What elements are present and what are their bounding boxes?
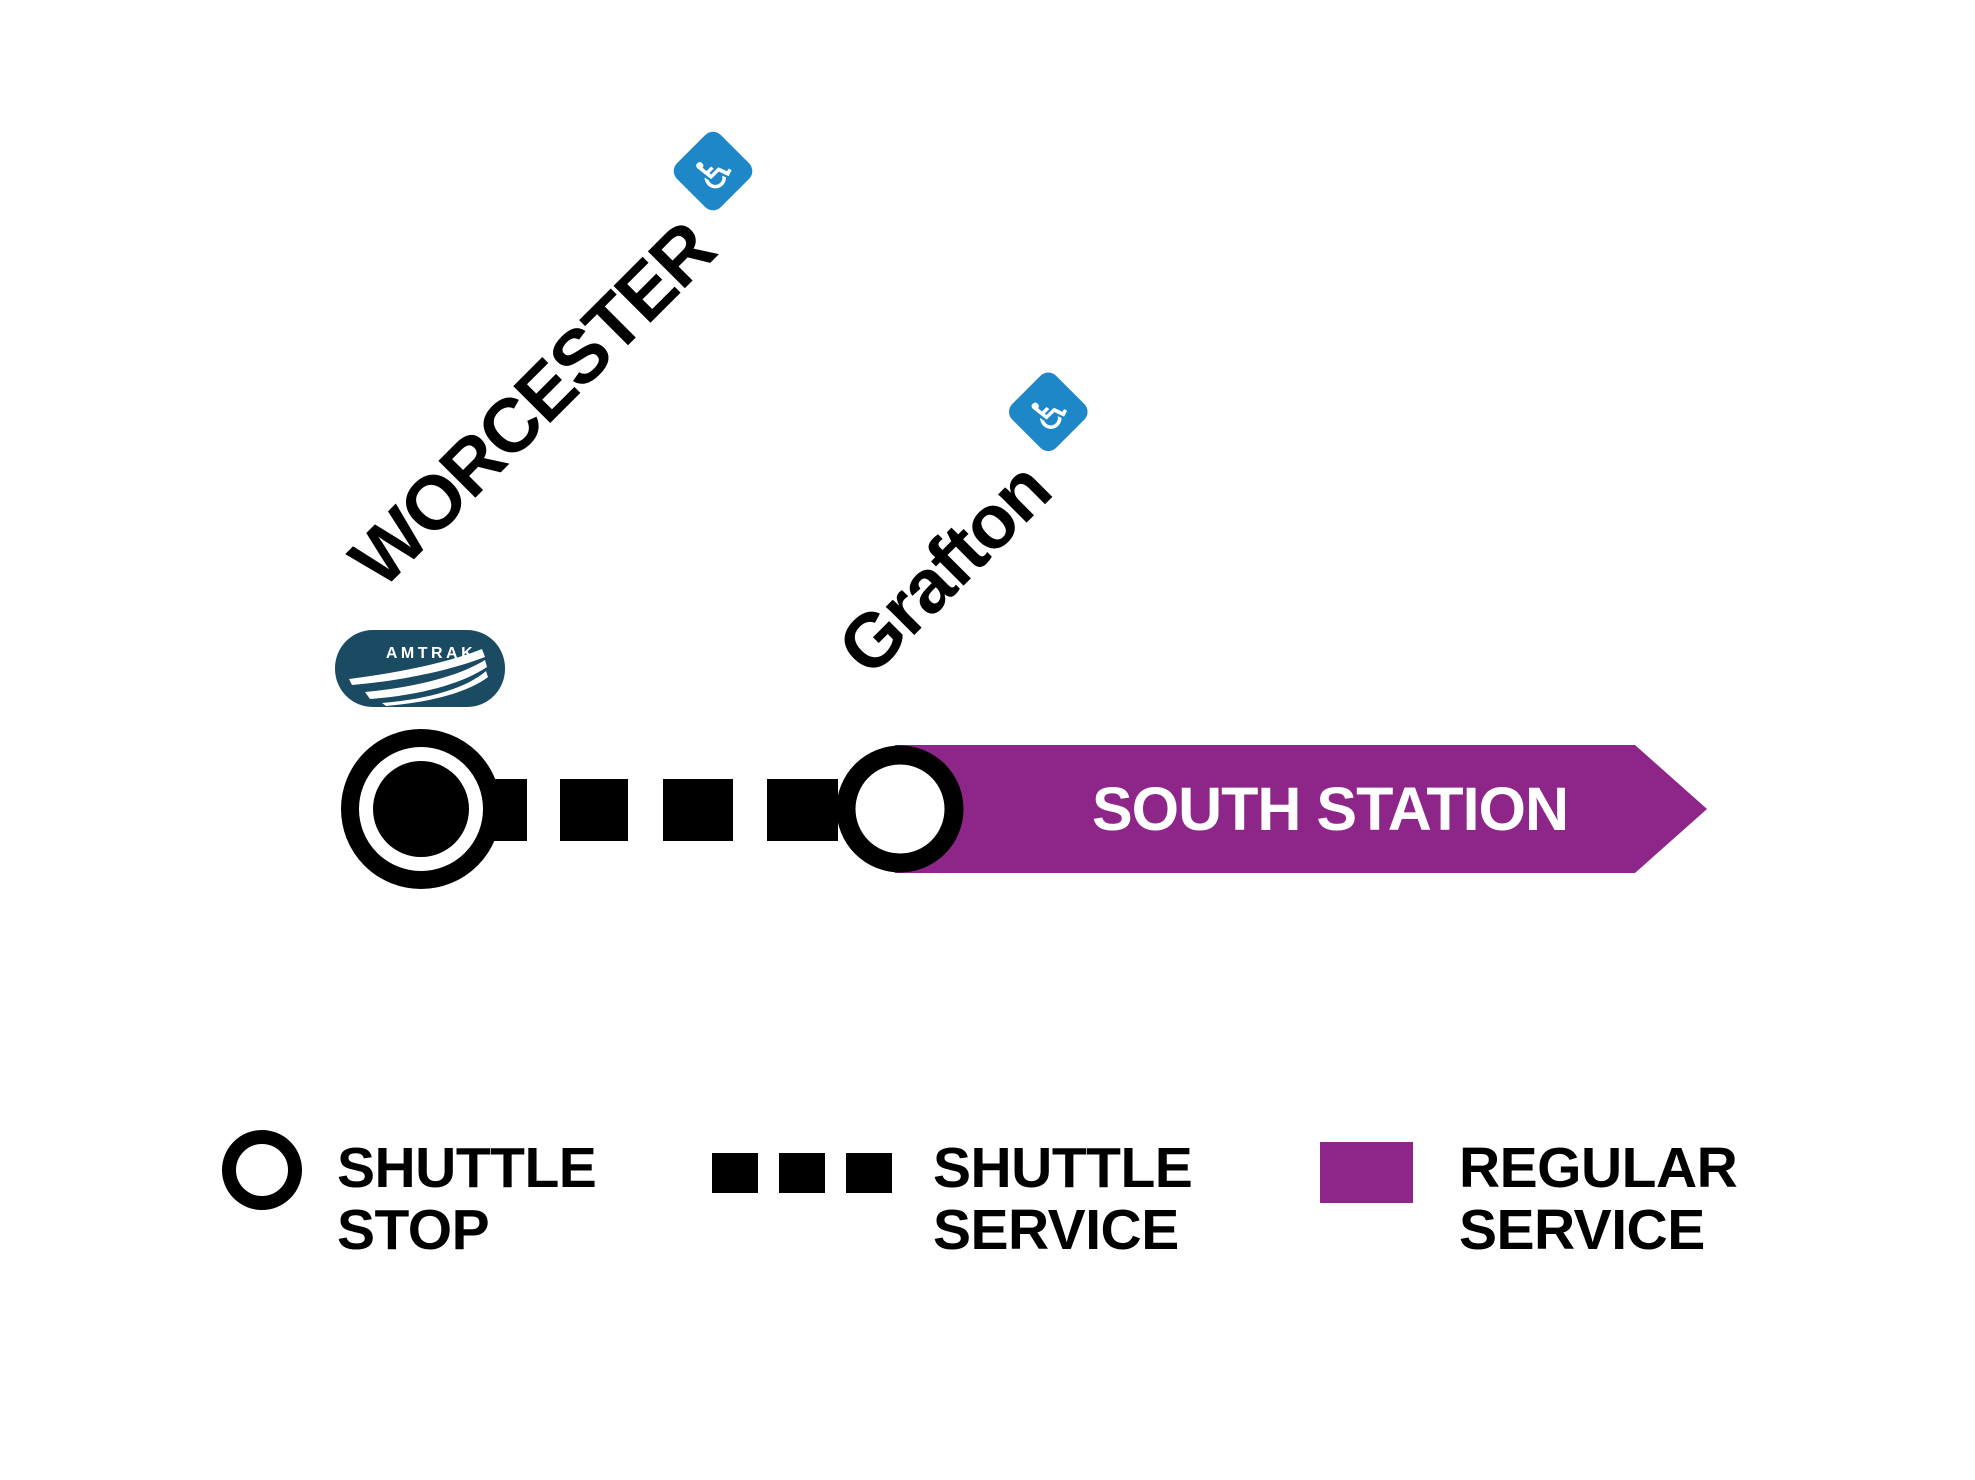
legend-shuttle-service-icon bbox=[712, 1153, 892, 1193]
dash-square bbox=[846, 1153, 892, 1193]
destination-label: SOUTH STATION bbox=[1092, 775, 1568, 843]
legend-shuttle-service-line1: SHUTTLE bbox=[933, 1136, 1193, 1200]
amtrak-swoosh-icon bbox=[349, 649, 488, 706]
shuttle-service-dashes bbox=[480, 779, 838, 841]
legend-regular-service-label: REGULAR SERVICE bbox=[1459, 1136, 1738, 1262]
grafton-stop-circle bbox=[836, 745, 964, 873]
amtrak-logo: AMTRAK bbox=[335, 630, 505, 707]
legend-shuttle-stop-icon bbox=[222, 1130, 302, 1210]
legend-shuttle-stop-line2: STOP bbox=[337, 1198, 490, 1262]
dash-square bbox=[712, 1153, 758, 1193]
regular-service-arrow bbox=[895, 745, 1707, 873]
legend-regular-service-line2: SERVICE bbox=[1459, 1198, 1705, 1262]
dash-square bbox=[779, 1153, 825, 1193]
legend-regular-service-icon bbox=[1320, 1142, 1413, 1203]
legend-shuttle-service-line2: SERVICE bbox=[933, 1198, 1179, 1262]
worcester-terminal-circle bbox=[341, 729, 501, 889]
legend-shuttle-service-label: SHUTTLE SERVICE bbox=[933, 1136, 1193, 1262]
amtrak-logo-label: AMTRAK bbox=[386, 645, 476, 662]
legend-shuttle-stop-line1: SHUTTLE bbox=[337, 1136, 597, 1200]
legend-shuttle-stop-label: SHUTTLE STOP bbox=[337, 1136, 597, 1262]
legend-regular-service-line1: REGULAR bbox=[1459, 1136, 1738, 1200]
